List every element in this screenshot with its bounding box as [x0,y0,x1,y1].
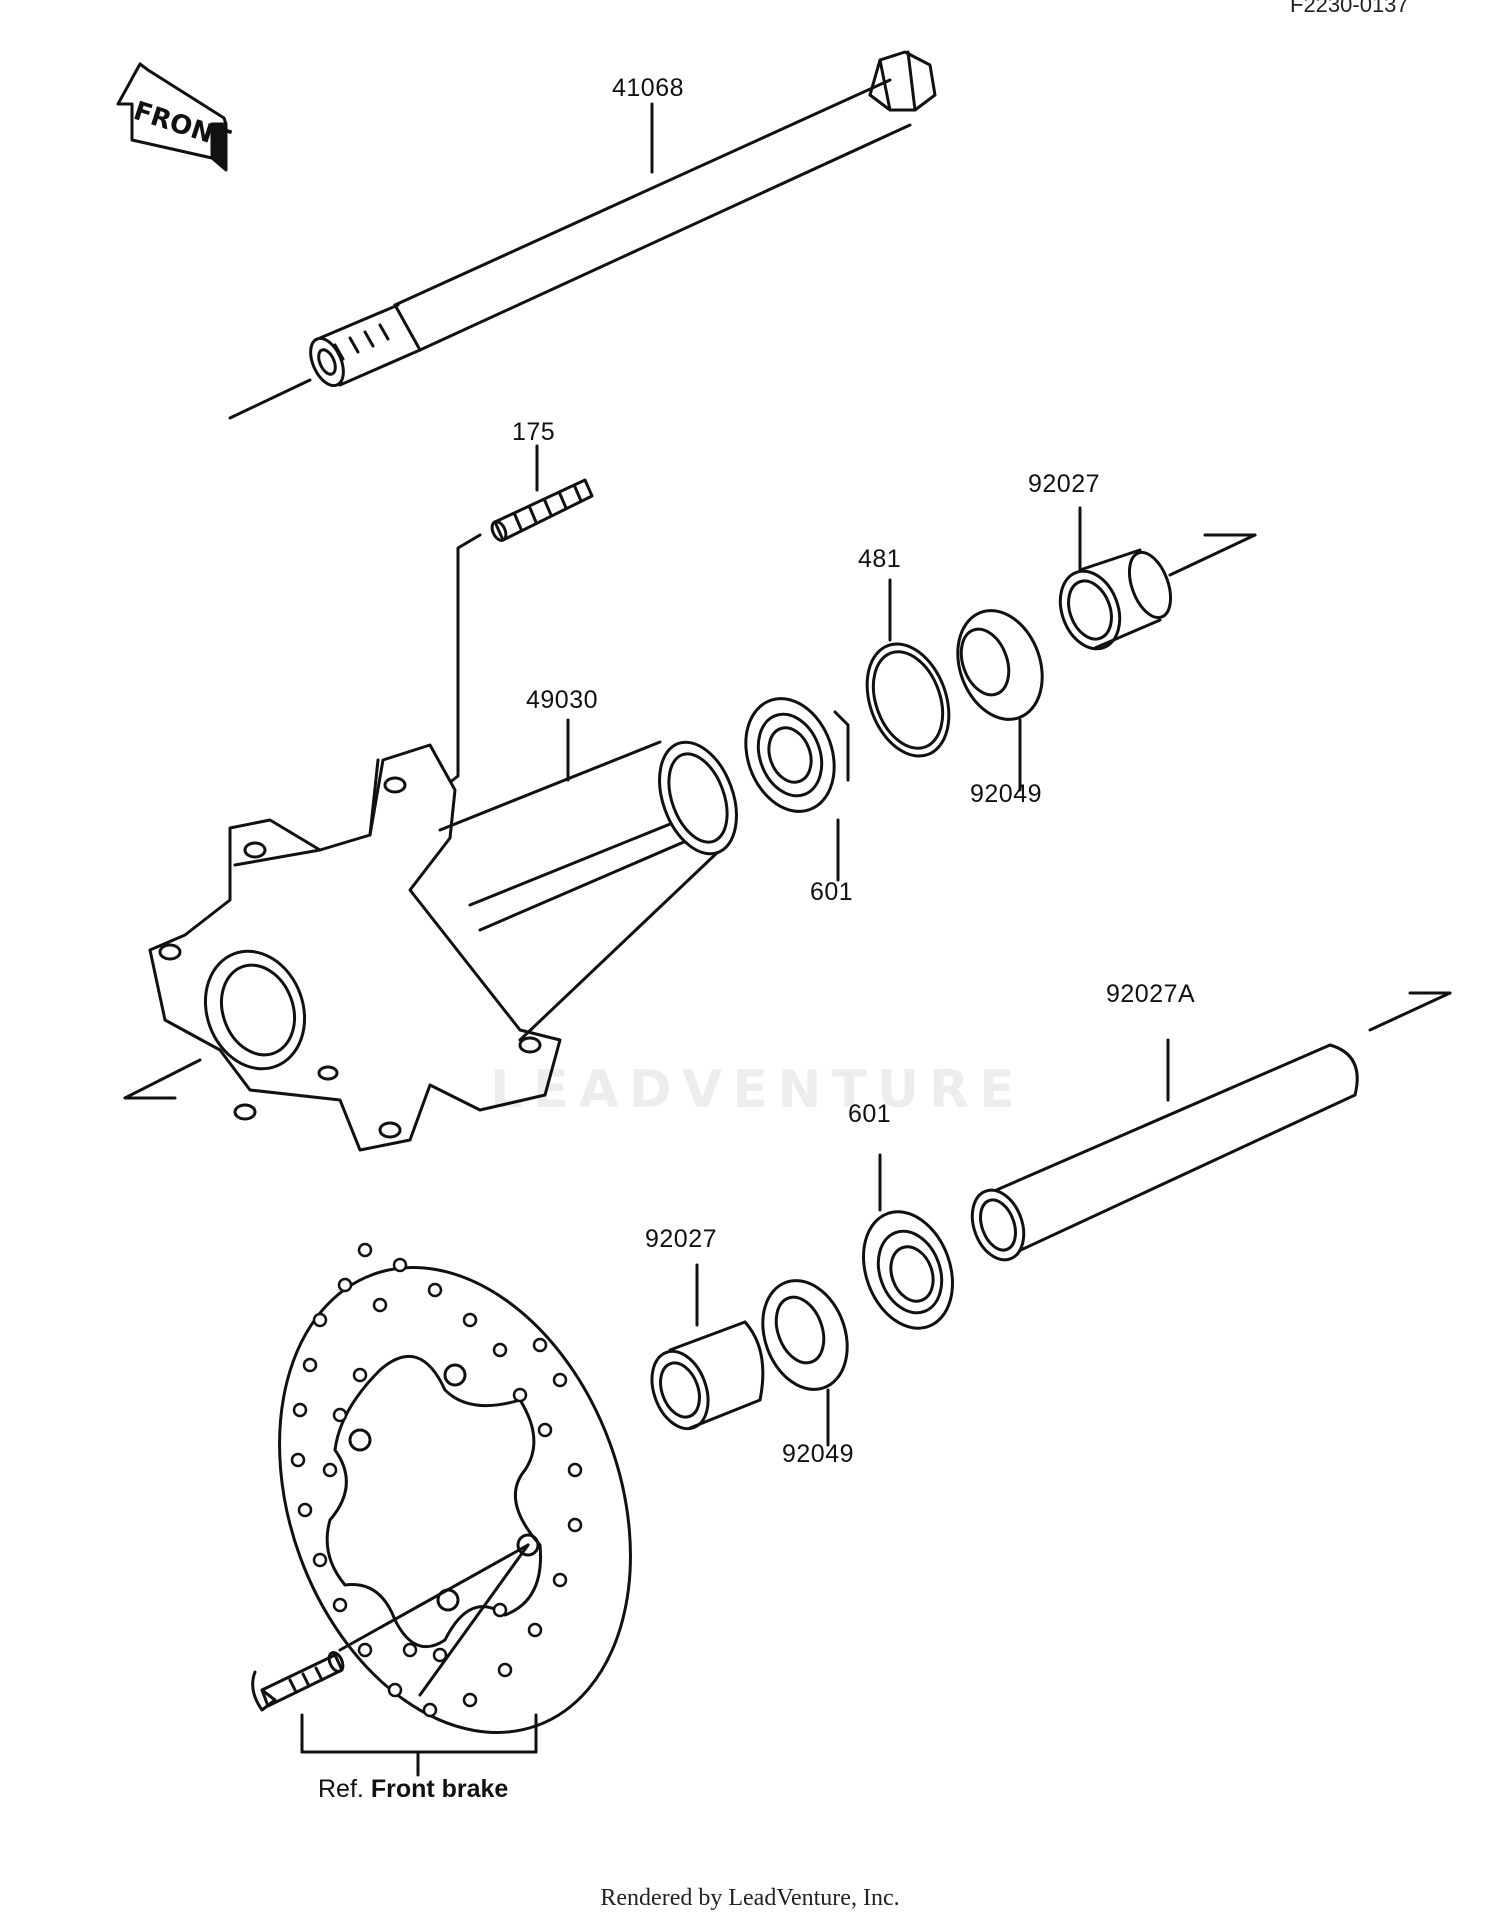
circlip-481 [865,578,951,758]
part-label-92027-bottom[interactable]: 92027 [645,1225,718,1253]
reference-prefix: Ref. [318,1775,364,1803]
hub-49030 [123,718,738,1152]
bearing-601-bottom [862,1153,954,1330]
part-label-601-top[interactable]: 601 [810,878,854,906]
figure-code: F2230-0137 [1290,0,1409,17]
seal-92049-top [956,609,1044,792]
disc-screw [251,1543,530,1712]
part-label-92049-top[interactable]: 92049 [970,780,1043,808]
part-label-601-bottom[interactable]: 601 [848,1100,892,1128]
ref-bracket [300,1713,538,1777]
collar-92027-bottom [650,1263,765,1431]
seal-92049-bottom [761,1279,849,1447]
axle-41068 [228,50,937,420]
bearing-601-top [744,697,850,882]
part-label-92027-top[interactable]: 92027 [1028,470,1101,498]
part-label-92049-bottom[interactable]: 92049 [782,1440,855,1468]
brake-disc [278,1242,632,1734]
footer-credit: Rendered by LeadVenture, Inc. [600,1885,900,1911]
collar-92027-top [1058,506,1257,651]
part-label-41068[interactable]: 41068 [612,74,685,102]
part-label-481[interactable]: 481 [858,545,902,573]
part-label-92027A[interactable]: 92027A [1106,980,1196,1008]
reference-label[interactable]: Ref. Front brake [318,1775,508,1804]
reference-text: Front brake [370,1775,509,1803]
front-arrow-icon: FRONT [116,62,234,172]
watermark: LEADVENTURE [490,1060,1025,1120]
spacer-92027A [970,991,1452,1262]
part-label-175[interactable]: 175 [512,418,556,446]
part-label-49030[interactable]: 49030 [526,686,599,714]
